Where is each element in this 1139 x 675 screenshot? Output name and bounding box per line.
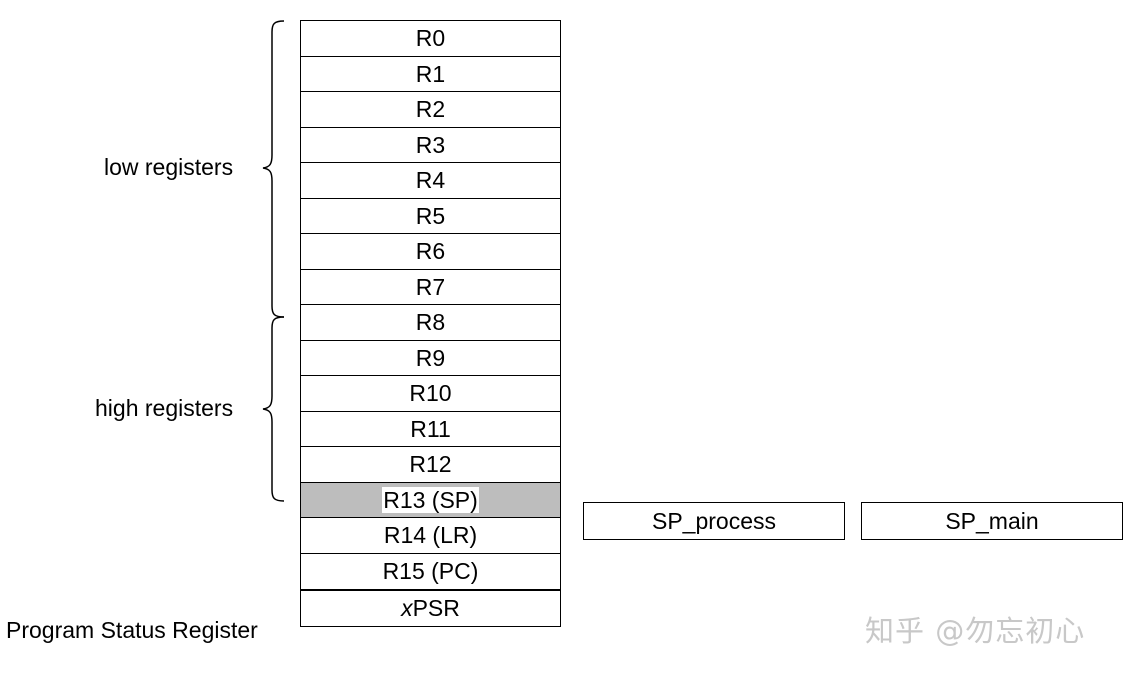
register-r4: R4 <box>300 162 561 199</box>
register-r2: R2 <box>300 91 561 128</box>
register-r11: R11 <box>300 410 561 448</box>
xpsr-suffix: PSR <box>412 595 460 621</box>
register-label: R9 <box>415 344 446 371</box>
register-r6: R6 <box>300 233 561 270</box>
sp-process-box: SP_process <box>583 502 845 540</box>
register-label: R0 <box>415 25 446 51</box>
register-label: R10 <box>409 380 452 406</box>
register-r0: R0 <box>300 20 561 57</box>
register-label: R11 <box>410 415 451 442</box>
register-label: R1 <box>415 60 446 87</box>
register-r5: R5 <box>300 197 561 235</box>
low-registers-label: low registers <box>104 154 234 180</box>
register-r8: R8 <box>300 304 561 341</box>
register-label: R15 (PC) <box>382 557 479 584</box>
register-label: R2 <box>415 96 446 122</box>
register-label: R12 <box>409 451 452 477</box>
high-registers-label: high registers <box>95 395 234 421</box>
sp-process-label: SP_process <box>651 507 776 534</box>
watermark: 知乎 @勿忘初心 <box>865 614 1086 648</box>
register-xpsr: xPSR <box>300 590 561 627</box>
register-label: R6 <box>415 238 446 264</box>
xpsr-prefix: x <box>401 595 413 621</box>
register-label: R13 (SP) <box>382 487 479 513</box>
register-r13-sp: R13 (SP) <box>300 481 561 519</box>
register-r3: R3 <box>300 126 561 164</box>
high-registers-brace <box>262 316 285 502</box>
xpsr-label: xPSR <box>401 595 460 622</box>
register-r15-pc: R15 (PC) <box>300 552 561 590</box>
register-r7: R7 <box>300 268 561 306</box>
sp-main-label: SP_main <box>945 507 1039 534</box>
register-r14-lr: R14 (LR) <box>300 517 561 554</box>
register-stack: R0 R1 R2 R3 R4 R5 R6 R7 R8 R9 R10 R11 R1… <box>300 20 561 627</box>
sp-main-box: SP_main <box>861 502 1123 540</box>
register-label: R3 <box>415 131 446 158</box>
register-r10: R10 <box>300 375 561 412</box>
register-label: R5 <box>415 202 446 229</box>
program-status-register-label: Program Status Register <box>6 617 258 643</box>
register-label: R8 <box>415 309 446 335</box>
register-label: R14 (LR) <box>383 522 478 548</box>
register-r12: R12 <box>300 446 561 483</box>
register-r9: R9 <box>300 339 561 377</box>
low-registers-brace <box>262 20 285 318</box>
register-r1: R1 <box>300 55 561 93</box>
register-label: R4 <box>415 167 446 193</box>
register-label: R7 <box>415 273 446 300</box>
